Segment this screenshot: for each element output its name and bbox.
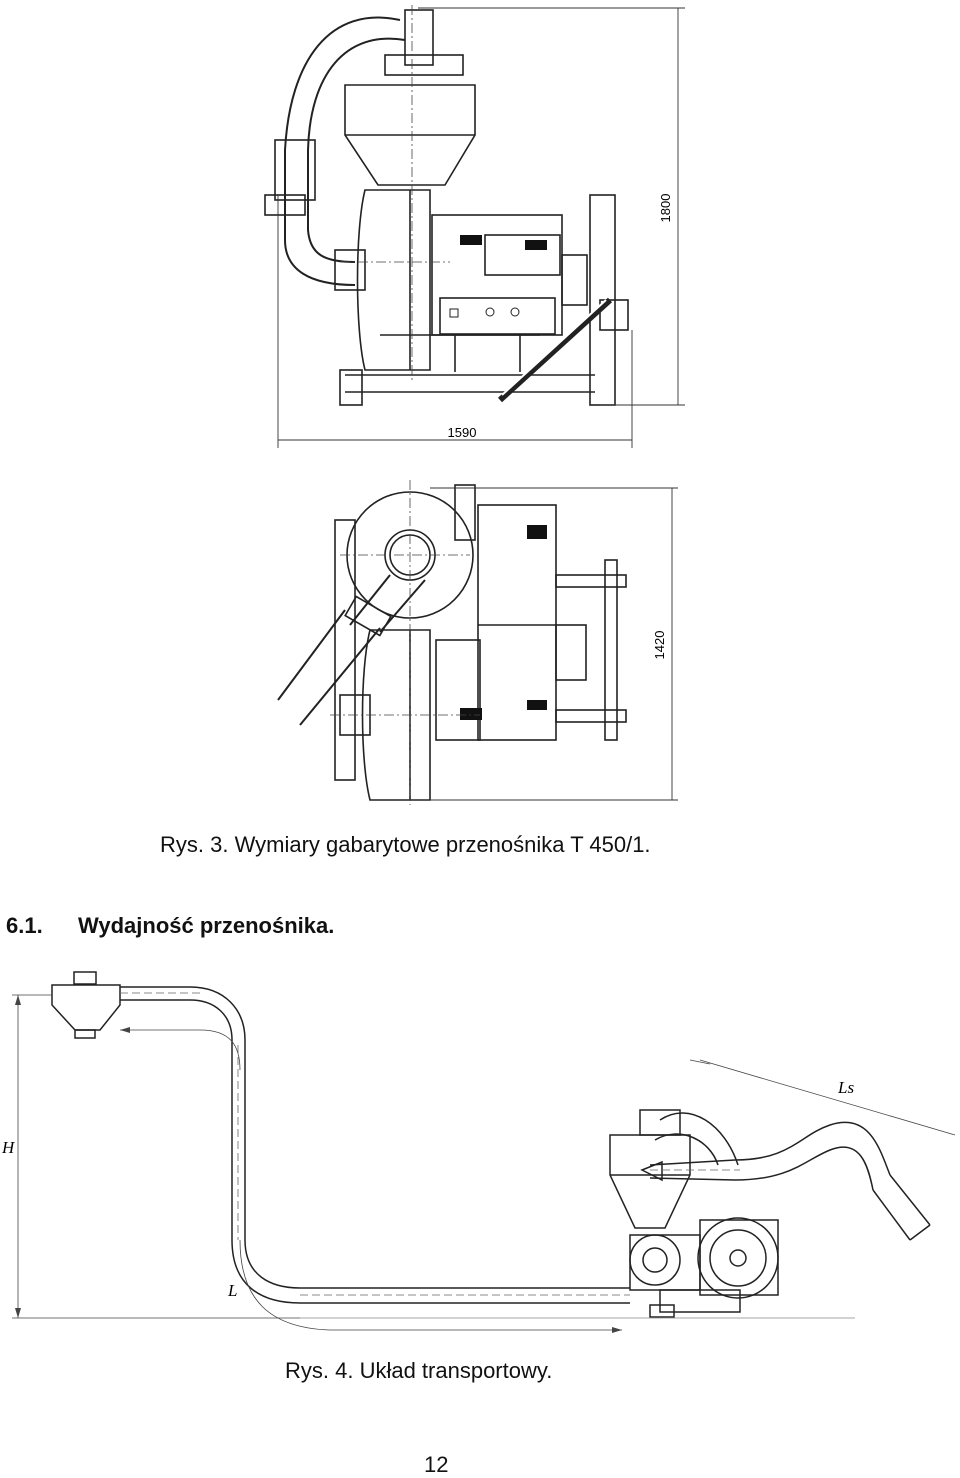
- dimension-depth-label: 1420: [652, 631, 667, 660]
- section-heading: 6.1. Wydajność przenośnika.: [6, 913, 334, 939]
- dimension-H-label: H: [1, 1138, 16, 1157]
- figure-top-view: 1420: [277, 480, 678, 805]
- section-number: 6.1.: [6, 913, 43, 938]
- figure-side-view: 1800 1590: [264, 5, 685, 448]
- figure-4-caption: Rys. 4. Układ transportowy.: [285, 1358, 553, 1383]
- dimension-L-label: L: [227, 1281, 237, 1300]
- dimension-width-label: 1590: [448, 425, 477, 440]
- page-number: 12: [424, 1452, 449, 1477]
- figure-3-caption: Rys. 3. Wymiary gabarytowe przenośnika T…: [160, 832, 651, 857]
- section-title: Wydajność przenośnika.: [78, 913, 335, 938]
- dimension-height-label: 1800: [658, 194, 673, 223]
- dimension-Ls-label: Ls: [837, 1078, 854, 1097]
